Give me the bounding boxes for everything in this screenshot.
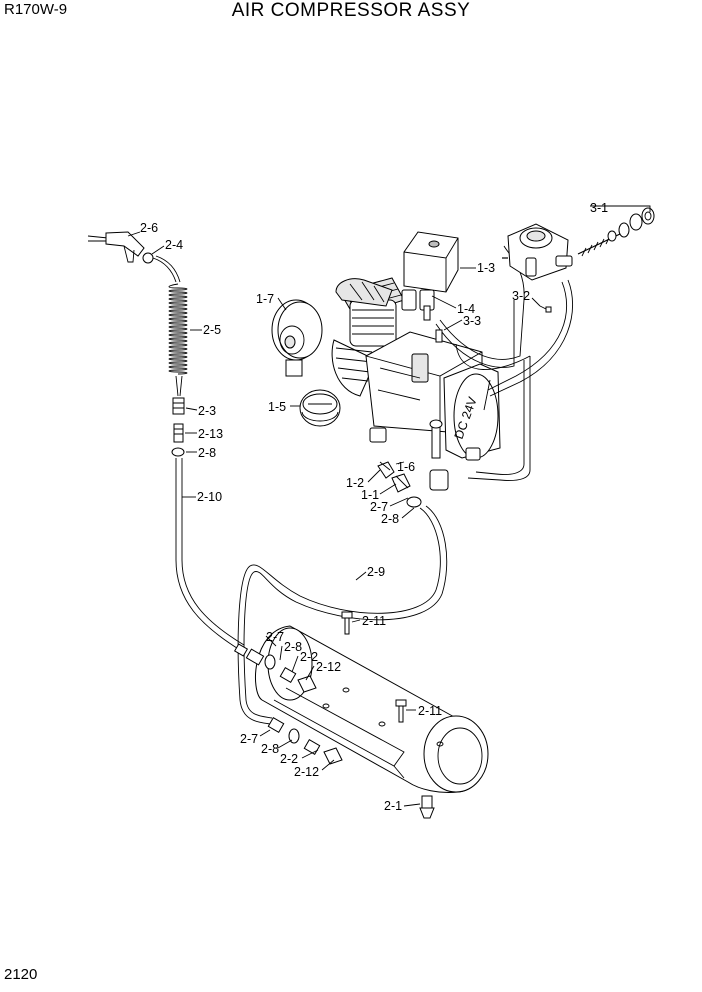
callout-2-8: 2-8: [198, 446, 216, 460]
callout-1-2: 1-2: [346, 476, 364, 490]
mount-feet: [369, 419, 481, 491]
callout-1-3: 1-3: [477, 261, 495, 275]
callout-2-7: 2-7: [370, 500, 388, 514]
page-number: 2120: [4, 966, 38, 983]
pressure-switch: [403, 231, 459, 293]
callout-1-4: 1-4: [457, 302, 475, 316]
screw-3-2: [539, 305, 552, 313]
solenoid-parts-3-1: [577, 207, 655, 257]
callout-2-6: 2-6: [140, 221, 158, 235]
drain-valve-2-1: [419, 795, 435, 819]
unloader-valve: [335, 278, 435, 311]
callout-2-3: 2-3: [198, 404, 216, 418]
page-title: AIR COMPRESSOR ASSY: [231, 0, 471, 21]
crankcase: [331, 339, 377, 397]
callout-2-4: 2-4: [165, 238, 183, 252]
pressure-gauge: [299, 389, 341, 427]
air-tank: [255, 625, 489, 793]
callout-2-10: 2-10: [197, 490, 222, 504]
callout-2-2: 2-2: [280, 752, 298, 766]
callout-2-2: 2-2: [300, 650, 318, 664]
leader-lines: [127, 205, 651, 807]
callout-2-12: 2-12: [316, 660, 341, 674]
callout-2-1: 2-1: [384, 799, 402, 813]
callout-1-6: 1-6: [397, 460, 415, 474]
tank-fittings-lower: [267, 716, 343, 765]
outlet-fittings: [377, 461, 422, 508]
callout-2-9: 2-9: [367, 565, 385, 579]
coiled-hose: [168, 283, 188, 397]
callout-1-1: 1-1: [361, 488, 379, 502]
compressor-pump: DC 24V: [331, 277, 501, 491]
screw-3-3: [423, 305, 443, 343]
callout-2-12: 2-12: [294, 765, 319, 779]
callout-2-5: 2-5: [203, 323, 221, 337]
callout-2-8: 2-8: [284, 640, 302, 654]
callout-2-11: 2-11: [418, 704, 442, 718]
callout-3-2: 3-2: [512, 289, 530, 303]
callout-2-8: 2-8: [381, 512, 399, 526]
bolt-2-11-upper: [341, 611, 353, 635]
wiring-harness: [435, 245, 574, 481]
model-code: R170W-9: [4, 1, 68, 18]
dc-motor: DC 24V: [443, 363, 501, 459]
tank-fittings-upper: [233, 643, 317, 693]
hose-2-10: [175, 458, 245, 651]
callout-3-1: 3-1: [590, 201, 608, 215]
callout-2-7: 2-7: [240, 732, 258, 746]
callout-2-8: 2-8: [261, 742, 279, 756]
callout-3-3: 3-3: [463, 314, 481, 328]
callout-labels: 2-6 2-4 2-5 2-3 2-13 2-8 2-10 1-7 1-5 1-…: [140, 201, 608, 813]
callout-1-7: 1-7: [256, 292, 274, 306]
hose-fittings-left: [171, 397, 185, 457]
air-filter: [271, 299, 323, 377]
callout-2-7: 2-7: [266, 630, 284, 644]
callout-2-13: 2-13: [198, 427, 223, 441]
hose-2-9: [237, 505, 448, 725]
solenoid-valve: [502, 223, 573, 281]
bolt-2-11-lower: [395, 699, 407, 723]
callout-1-5: 1-5: [268, 400, 286, 414]
blow-gun: [87, 231, 181, 283]
callout-2-11: 2-11: [362, 614, 386, 628]
